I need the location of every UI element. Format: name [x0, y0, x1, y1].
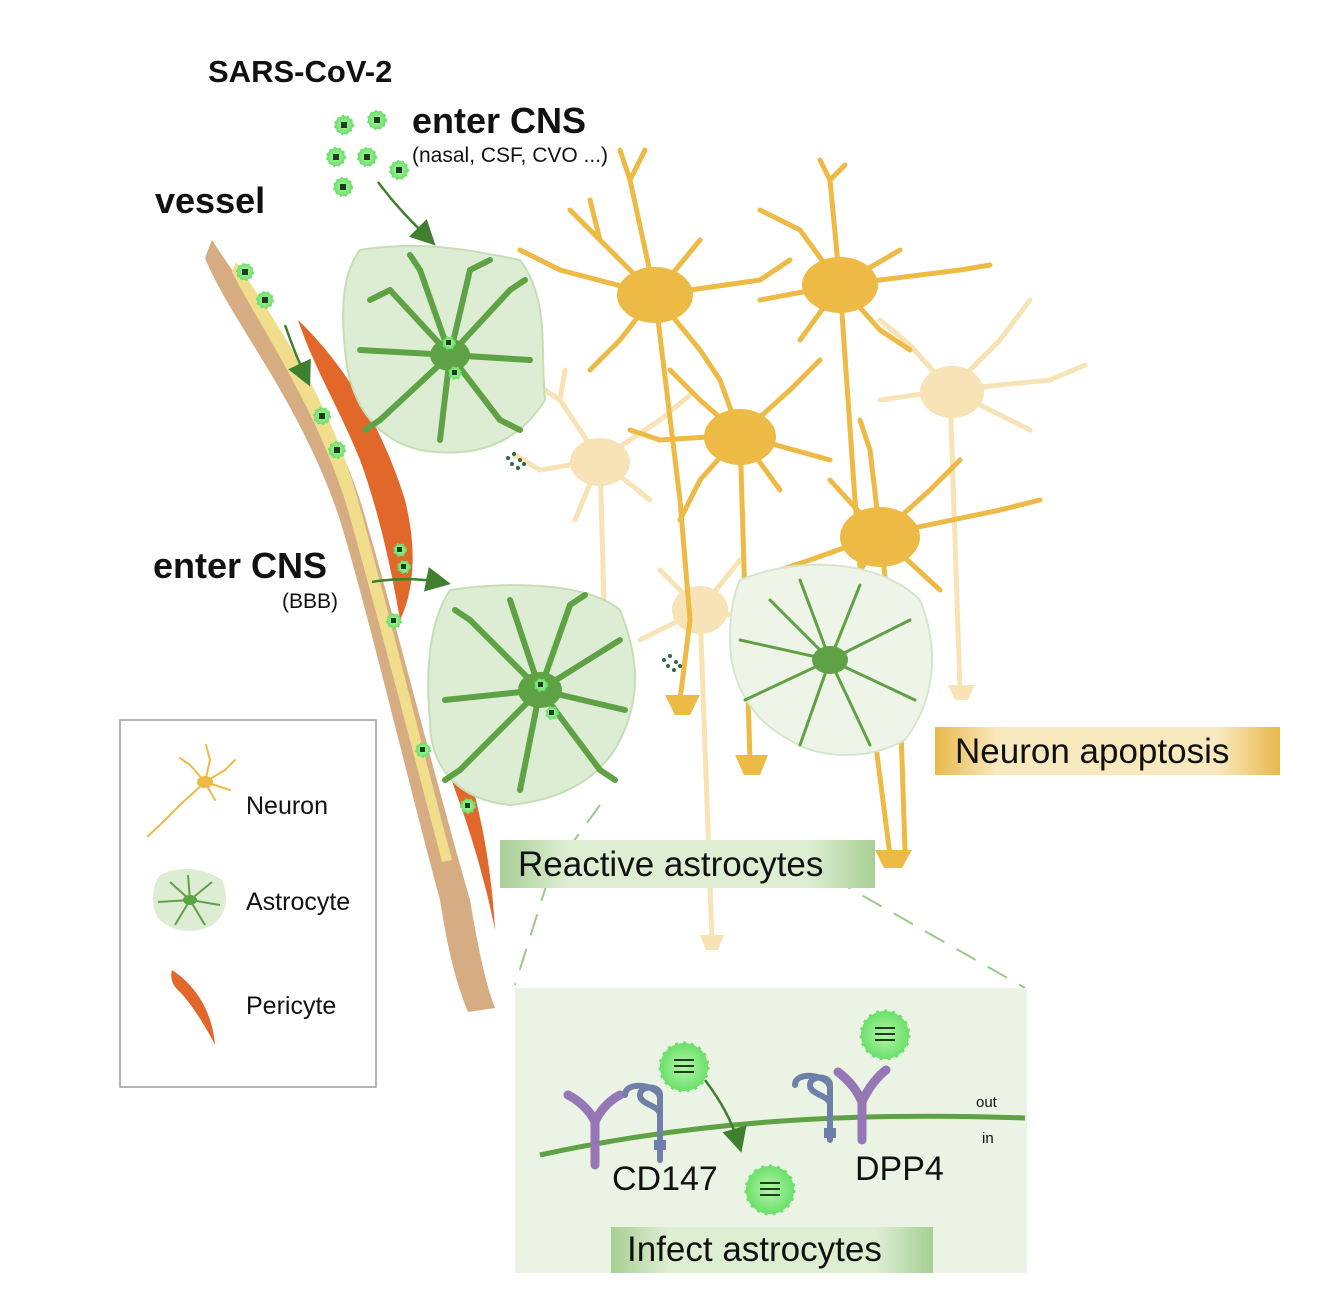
reactive-astrocytes-label: Reactive astrocytes — [518, 845, 824, 884]
legend-neuron-label: Neuron — [246, 792, 328, 820]
astrocyte-top — [342, 244, 547, 454]
arrow-vessel-flow — [283, 324, 311, 387]
virus-particles — [236, 263, 559, 814]
arrows — [283, 181, 451, 592]
legend-astrocyte-label: Astrocyte — [246, 888, 351, 916]
reactive-astrocytes-tag: Reactive astrocytes — [500, 840, 875, 888]
receptor-cd147-right — [792, 1072, 833, 1143]
astrocyte-faded — [728, 563, 933, 756]
virus-cluster — [326, 110, 409, 197]
virus-name-label: SARS-CoV-2 — [208, 54, 393, 89]
legend-box — [119, 719, 377, 1088]
arrow-bbb-entry — [371, 566, 451, 592]
legend-pericyte-label: Pericyte — [246, 992, 337, 1020]
particle-cluster — [506, 452, 682, 672]
neuron-apoptosis-label: Neuron apoptosis — [955, 732, 1230, 771]
neuron-icon — [147, 744, 236, 837]
receptor-y-right — [833, 1065, 891, 1145]
bbb-route-detail: (BBB) — [282, 590, 339, 613]
pericyte-shape — [298, 320, 413, 620]
zoom-guides — [514, 804, 1026, 989]
receptor-cd147-left — [622, 1082, 663, 1163]
neuron-apoptosis-tag: Neuron apoptosis — [935, 727, 1280, 775]
cd147-label: CD147 — [612, 1160, 718, 1198]
arrow-infection — [703, 1079, 747, 1153]
bbb-route-title: enter CNS — [153, 545, 328, 586]
receptor-inset — [515, 988, 1027, 1273]
receptor-y-left — [563, 1090, 625, 1170]
membrane-out-label: out — [976, 1094, 997, 1111]
arrow-nasal-entry — [376, 181, 436, 246]
membrane-in-label: in — [982, 1130, 994, 1147]
nasal-route-detail: (nasal, CSF, CVO ...) — [412, 144, 609, 167]
dpp4-label: DPP4 — [855, 1150, 944, 1188]
astrocyte-middle — [427, 584, 636, 807]
vessel-label: vessel — [155, 180, 266, 221]
astrocyte-icon — [152, 868, 227, 931]
pericyte-icon — [171, 970, 215, 1045]
neurons-bright — [517, 147, 1043, 868]
neurons-faded — [512, 297, 1088, 950]
infect-astrocytes-tag: Infect astrocytes — [611, 1227, 933, 1273]
nasal-route-title: enter CNS — [412, 100, 587, 141]
infect-astrocytes-label: Infect astrocytes — [627, 1230, 882, 1269]
